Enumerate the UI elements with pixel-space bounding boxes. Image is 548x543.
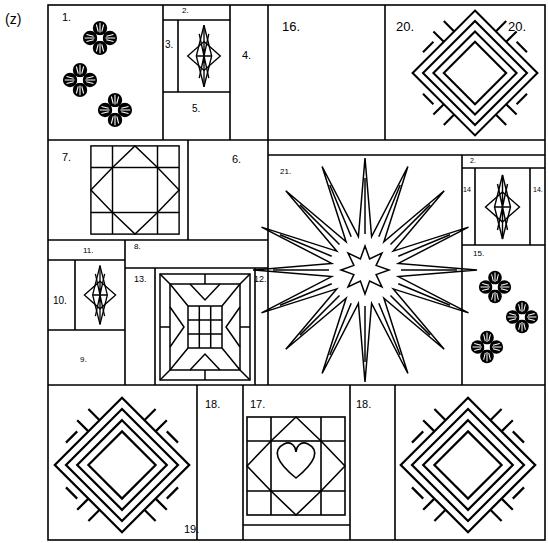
flower [506, 301, 538, 333]
pointed-star [486, 175, 520, 239]
pointed-star [84, 266, 115, 325]
patch-number: (z) [5, 12, 21, 26]
pointed-star-motifs [84, 25, 519, 324]
patch-number: 2. [470, 157, 476, 164]
lattice-diamond [55, 398, 189, 532]
starburst-ray [330, 303, 351, 355]
lattice-diamond [413, 11, 538, 136]
patch-number: 21. [280, 168, 291, 176]
patch-number: 12. [254, 275, 267, 284]
lattice-diamond [401, 398, 535, 532]
starburst-ray [379, 303, 400, 355]
patch-number: 8. [134, 243, 141, 251]
patch-number: 4. [242, 50, 251, 61]
lattice-diamonds [55, 11, 538, 533]
starburst-ray [330, 185, 351, 237]
patch-number: 19. [184, 524, 199, 535]
sampler-block [160, 274, 250, 380]
patch-number: 5. [192, 104, 200, 114]
patch-number: 6. [232, 154, 241, 165]
flower [83, 21, 117, 55]
starburst-ray [364, 306, 366, 362]
patch-number: 15. [473, 250, 484, 258]
starburst-ray [391, 296, 431, 336]
patch-number: 7. [62, 152, 71, 163]
starburst-ray [300, 296, 340, 336]
starburst-ray [280, 235, 332, 256]
starburst-outline [253, 158, 477, 382]
starburst-ray [280, 284, 332, 305]
starburst-ray [300, 205, 340, 245]
starburst-ray [364, 178, 366, 234]
starburst-ray [398, 235, 450, 256]
star-block [247, 417, 345, 515]
patch-number: 1. [62, 12, 71, 23]
heart [277, 443, 315, 478]
flower [63, 63, 97, 97]
flower [98, 93, 132, 127]
patch-number: 17. [250, 399, 265, 410]
patch-number: 2. [182, 7, 189, 15]
patch-number: 20. [396, 20, 414, 33]
starburst-ray [391, 205, 431, 245]
patch-number: 20. [508, 20, 526, 33]
patch-number: 9. [80, 356, 87, 364]
starburst-ray [401, 269, 457, 271]
starburst [253, 158, 477, 382]
starburst-ray [398, 284, 450, 305]
pointed-star [188, 25, 221, 86]
starburst-ray [379, 185, 400, 237]
star-block [91, 146, 179, 234]
patch-number: 18. [205, 399, 220, 410]
patch-number: 10. [53, 296, 67, 306]
patch-number: 14. [533, 186, 543, 193]
patch-number: 3. [165, 40, 173, 50]
starburst-ray [273, 269, 329, 271]
starburst-center [341, 246, 389, 294]
patch-number: 18. [356, 399, 371, 410]
patch-number: 11. [83, 247, 94, 255]
flower [471, 331, 503, 363]
patch-number: 13. [134, 275, 147, 284]
patch-number: 14 [463, 186, 471, 193]
flower [479, 271, 511, 303]
patch-number: 16. [282, 20, 300, 33]
patch-grid [48, 5, 545, 540]
